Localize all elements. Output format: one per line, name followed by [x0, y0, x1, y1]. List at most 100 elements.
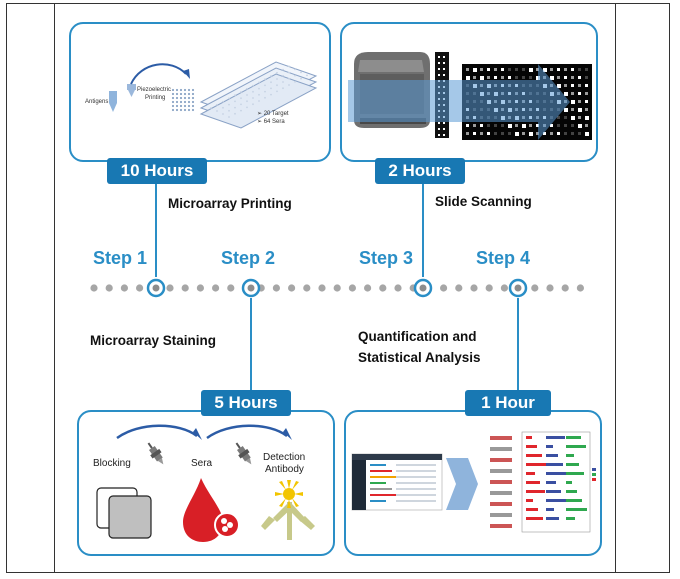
result-spot [557, 84, 561, 88]
result-spot [564, 76, 567, 79]
printed-spot [179, 108, 183, 112]
result-spot [578, 108, 582, 112]
spot-grid [171, 88, 195, 112]
profile-bar [526, 454, 542, 457]
result-spot [571, 124, 574, 127]
step-2-label: Step 2 [221, 248, 276, 268]
result-spot [522, 76, 525, 79]
strip-spot [443, 122, 445, 124]
slide-spot [258, 100, 260, 102]
profile-bar [566, 445, 586, 448]
timeline-dot [166, 284, 174, 292]
result-spot [494, 124, 497, 127]
analysis-duration-badge: 1 Hour [465, 390, 551, 416]
timeline-dot [196, 284, 204, 292]
slide-spot [234, 94, 236, 97]
result-spot [480, 76, 484, 80]
result-spot [571, 84, 574, 87]
profile-chart [521, 431, 591, 533]
result-spot [522, 124, 526, 128]
result-spot [473, 124, 476, 127]
profile-bar [546, 472, 568, 475]
piezo-label: Piezoelectric [137, 87, 172, 93]
printed-spot [179, 100, 183, 104]
outer-frame [6, 3, 670, 573]
strip-spot [443, 128, 445, 130]
profile-bar [566, 463, 579, 466]
result-spot [585, 92, 588, 95]
profile-bar [526, 508, 538, 511]
blocking-label: Blocking [93, 458, 131, 469]
timeline-dot [90, 284, 98, 292]
printed-spot [183, 92, 187, 96]
result-spot [515, 76, 518, 79]
slide-spot [300, 71, 302, 74]
analysis-description-line2: Statistical Analysis [358, 350, 481, 365]
protein-item [490, 447, 512, 451]
result-spot [508, 132, 511, 135]
profile-bar [546, 517, 559, 520]
printed-spot [191, 108, 195, 112]
printed-spot [179, 88, 183, 92]
result-spot [466, 76, 470, 80]
staining-description: Microarray Staining [90, 333, 217, 348]
strip-spot [438, 62, 440, 64]
profile-bar [546, 463, 563, 466]
printed-spot [171, 104, 175, 108]
result-spot [585, 100, 588, 103]
result-spot [487, 76, 490, 79]
detection-star [275, 480, 303, 508]
protein-list [490, 436, 512, 528]
printing-arrow-head [183, 69, 190, 79]
strip-spot [443, 62, 445, 64]
timeline-dot [379, 284, 387, 292]
result-spot [585, 108, 588, 111]
timeline-dot [576, 284, 585, 292]
printed-spot [171, 96, 175, 100]
bullet-target: ➢ 20 Target [257, 111, 289, 117]
scanning-duration-badge: 2 Hours [375, 158, 465, 184]
slide-spot [258, 81, 260, 84]
protein-item [490, 436, 512, 440]
result-spot [578, 100, 581, 103]
profile-bar [566, 490, 577, 493]
printed-spot [183, 104, 187, 108]
slide-spot [246, 100, 248, 103]
strip-spot [438, 122, 440, 124]
antigens-label: Antigens [85, 99, 109, 105]
printer-nozzle-tip [128, 90, 135, 97]
scanning-stem [422, 184, 424, 277]
printed-spot [187, 96, 191, 100]
software-row [370, 476, 398, 478]
analysis-illustration [351, 431, 596, 533]
result-spot [515, 68, 518, 71]
slide-spot [294, 68, 296, 71]
timeline [90, 278, 585, 298]
result-spot [564, 124, 567, 127]
slide-spot [240, 103, 242, 106]
result-spot [522, 68, 525, 71]
blocking-arc-arrow [116, 424, 198, 440]
result-spot [466, 132, 469, 135]
timeline-dot [227, 284, 235, 292]
result-spot [585, 84, 588, 87]
bullet-sera: ➢ 64 Sera [257, 119, 285, 125]
result-spot [480, 132, 483, 135]
protein-item [490, 480, 512, 484]
result-spot [578, 124, 582, 128]
slide-spot [228, 97, 230, 100]
timeline-dot [212, 284, 220, 292]
software-row-value [396, 488, 436, 490]
result-spot [543, 68, 547, 72]
slide-spot [228, 116, 230, 118]
printed-spot [187, 88, 191, 92]
strip-spot [438, 56, 440, 58]
software-row [370, 500, 386, 502]
result-spot [543, 132, 546, 135]
result-spot [487, 132, 490, 135]
result-spot [571, 116, 575, 120]
result-spot [480, 124, 483, 127]
slide-spot [240, 97, 242, 100]
slide-spot [252, 103, 254, 106]
software-row [370, 494, 398, 496]
